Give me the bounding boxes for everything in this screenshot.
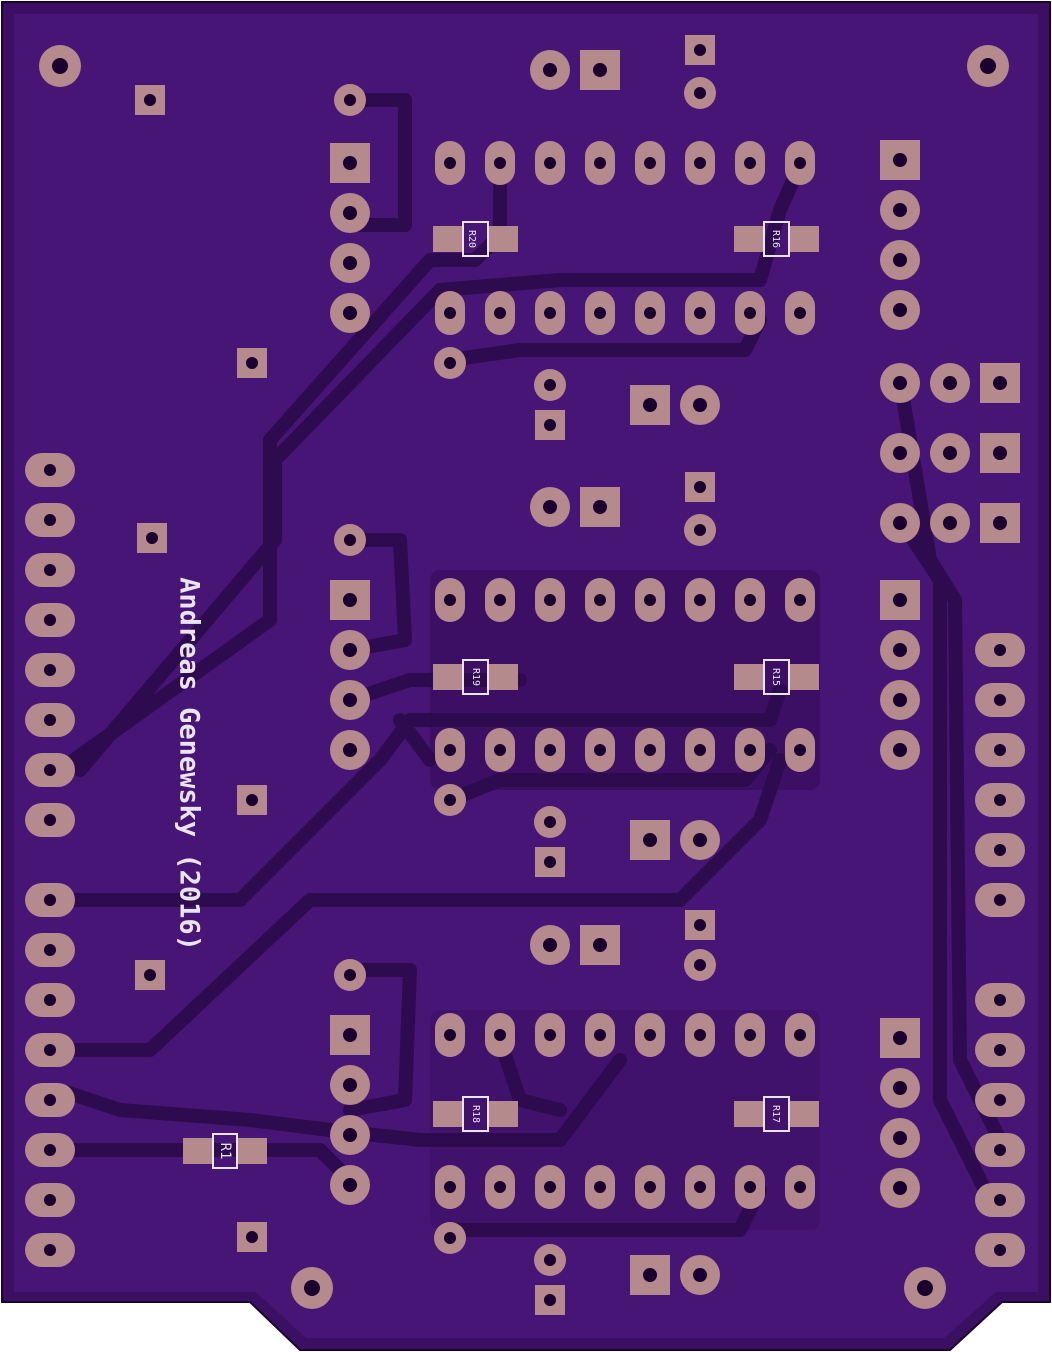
resistor-label-r19: R19 [470,668,481,686]
resistor-r20: R20 [433,221,518,257]
resistor-r1: R1 [183,1133,267,1169]
resistor-r17: R17 [734,1096,819,1132]
resistor-label-r1: R1 [217,1143,233,1160]
ic-footprint-regions [430,570,820,1230]
resistor-label-r20: R20 [466,230,477,248]
resistor-r18: R18 [433,1096,518,1132]
resistor-label-r18: R18 [470,1105,481,1123]
resistor-r16: R16 [734,221,819,257]
jumper-block [880,363,1020,543]
resistor-label-r16: R16 [770,230,781,248]
resistor-label-r15: R15 [770,668,781,686]
resistor-r15: R15 [734,659,819,695]
resistor-label-r17: R17 [770,1105,781,1123]
board-credit: Andreas Genewsky (2016) [174,577,205,951]
resistor-r19: R19 [433,659,518,695]
